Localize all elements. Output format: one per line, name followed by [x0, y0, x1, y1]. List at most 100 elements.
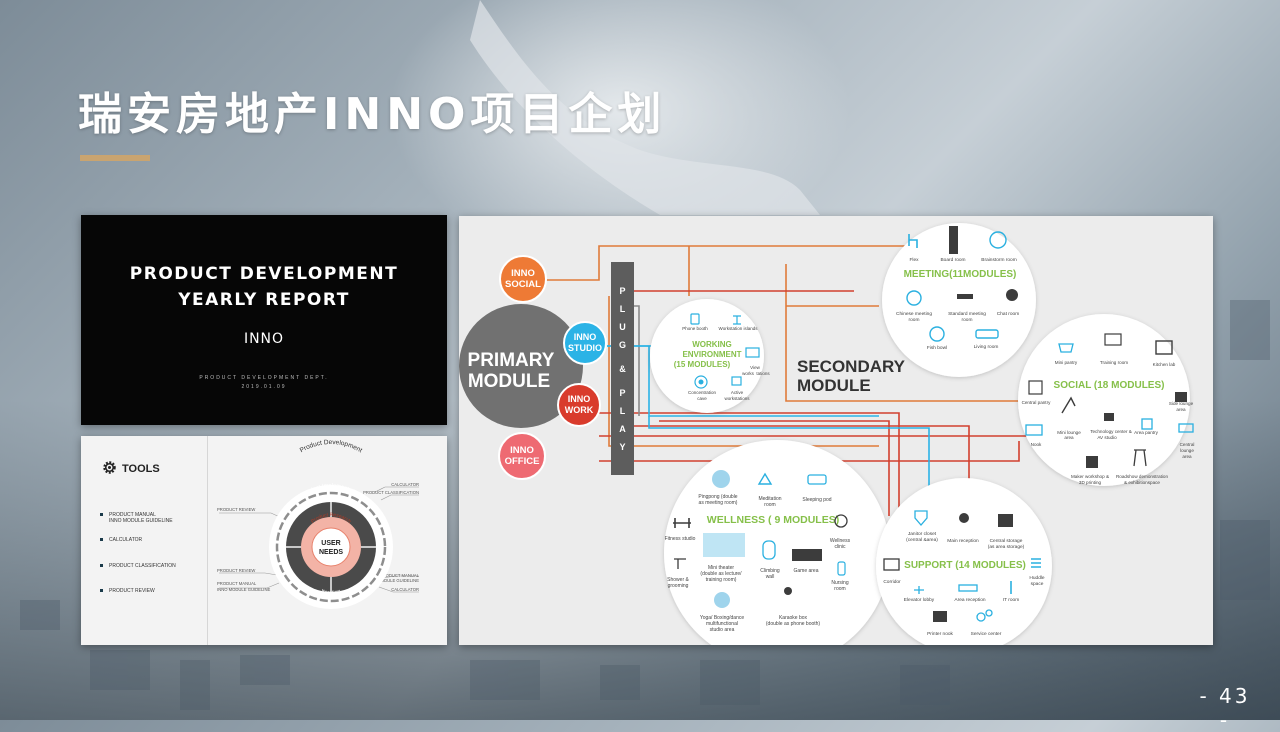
cup-icon — [1058, 343, 1074, 353]
wellness-item-label: Nursing — [831, 580, 848, 586]
support-item-label: Huddle — [1029, 575, 1045, 581]
climbing-icon — [762, 540, 776, 560]
meeting-item-label: Chat room — [997, 311, 1019, 317]
wheel-center-line2: NEEDS — [319, 549, 343, 556]
wheel-leader-lines — [219, 486, 419, 593]
chair-icon — [908, 234, 918, 248]
bullet-square — [100, 589, 103, 592]
tools-item-manual: PRODUCT MANUAL INNO MODULE GUIDELINE — [100, 512, 173, 524]
meeting-table-icon — [957, 294, 973, 299]
meeting-item-label: Fish bowl — [927, 345, 947, 351]
report-dept-name: PRODUCT DEVELOPMENT DEPT. — [199, 375, 329, 381]
phone-booth-icon — [690, 313, 700, 325]
meeting-item-label: room — [962, 317, 973, 323]
podium-icon — [949, 226, 958, 254]
wellness-item-label: Pingpong (double — [698, 494, 737, 500]
node-social-line1: INNO — [511, 268, 535, 279]
meeting-item-label: room — [909, 317, 920, 323]
nook-icon — [1025, 424, 1043, 436]
meeting-item-label: Flex — [909, 257, 919, 263]
support-item-label: Area reception — [954, 597, 986, 603]
yoga-icon — [714, 592, 730, 608]
social-title: SOCIAL (18 MODULES) — [1054, 380, 1165, 391]
social-item-label: Roadshow demonstration — [1116, 474, 1169, 479]
social-item-label: Training room — [1100, 360, 1128, 365]
social-item-label: Technology center & — [1090, 429, 1132, 434]
plug-play-letter: Y — [619, 442, 625, 452]
wellness-item-label: (double as lecture/ — [700, 571, 742, 577]
support-item-label: Janitor closet — [908, 531, 937, 537]
gears-icon-small — [985, 609, 993, 617]
meeting-item-label: Brainstorm room — [981, 257, 1016, 263]
node-work-line1: INNO — [568, 394, 591, 404]
meeting-item-label: Board room — [940, 257, 965, 263]
wellness-item-label: multifunctional — [706, 621, 738, 627]
report-cover-thumbnail: PRODUCT DEVELOPMENT YEARLY REPORT INNO P… — [81, 215, 447, 425]
fishbowl-icon — [929, 326, 945, 342]
target-icon-center — [698, 379, 704, 385]
support-item-label: Main reception — [947, 538, 979, 544]
node-office-line1: INNO — [510, 445, 534, 456]
primary-node-work: INNO WORK — [557, 383, 601, 427]
sofa-icon — [975, 329, 999, 339]
wellness-item-label: training room) — [706, 577, 737, 583]
support-item-label: IT room — [1003, 597, 1019, 603]
node-social-line2: SOCIAL — [505, 279, 541, 290]
social-item-label: Central pantry — [1022, 400, 1052, 405]
page-number: - 43 - — [1199, 684, 1251, 732]
tools-item-label: PRODUCT MANUAL — [109, 512, 156, 518]
wellness-item-label: clinic — [834, 544, 846, 550]
module-network-diagram: PRIMARY MODULE INNO SOCIAL INNO STUDIO I… — [459, 223, 1194, 666]
corridor-icon — [883, 558, 900, 571]
working-title-line2: ENVIRONMENT — [682, 350, 741, 359]
side-label-manual-left-2: INNO MODULE GUIDELINE — [217, 587, 270, 592]
easel-icon — [1133, 449, 1147, 467]
plug-and-play-bar: P L U G & P L A Y — [611, 262, 634, 475]
social-item-label: Nook — [1031, 442, 1042, 447]
node-studio-line1: INNO — [574, 332, 597, 342]
workstation-icon — [733, 315, 741, 325]
primary-module-line2: MODULE — [468, 371, 550, 392]
wellness-item-label: wall — [766, 574, 775, 580]
gears-icon — [976, 612, 986, 622]
node-studio-circle — [563, 321, 607, 365]
training-icon — [1104, 333, 1122, 346]
wellness-item-label: room — [834, 586, 845, 592]
node-office-circle — [498, 432, 546, 480]
working-item-label: Concentration — [688, 390, 717, 395]
lounge-icon — [1178, 423, 1194, 433]
inno-logo: INNO — [243, 331, 285, 347]
chat-icon — [1006, 289, 1018, 301]
meeting-module: MEETING(11MODULES) Flex Board room Brain… — [882, 223, 1036, 377]
secondary-module-line1: SECONDARY — [797, 357, 906, 376]
reception-icon — [959, 513, 969, 523]
plug-play-letter: & — [619, 364, 626, 374]
plug-play-letter: G — [619, 340, 626, 350]
wheel-center — [311, 527, 351, 567]
meditation-icon — [757, 472, 773, 485]
primary-node-studio: INNO STUDIO — [563, 321, 607, 365]
circle-icon — [906, 290, 922, 306]
working-item-label: Phone booth — [682, 326, 708, 331]
primary-module-line1: PRIMARY — [468, 350, 555, 371]
side-label-manual-right-2: INNO MODULE GUIDELINE — [366, 578, 419, 583]
wheel-center-line1: USER — [321, 540, 340, 547]
social-item-label: area — [1064, 435, 1074, 440]
meeting-item-label: Living room — [974, 344, 999, 350]
working-item-label: cave — [697, 396, 707, 401]
wellness-item-label: Mini theater — [708, 565, 734, 571]
node-social-circle — [499, 255, 547, 303]
tools-item-sublabel: INNO MODULE GUIDELINE — [109, 518, 173, 524]
tools-title: TOOLS — [122, 463, 160, 475]
wellness-item-label: Karaoke box — [779, 615, 808, 621]
tools-divider — [207, 436, 208, 645]
support-item-label: Service center — [971, 631, 1002, 637]
title-accent-bar — [80, 155, 150, 161]
bottle-icon — [837, 561, 846, 576]
coffee-icon — [1175, 392, 1187, 402]
tea-icon — [1141, 418, 1153, 430]
plug-play-bar-bg — [611, 262, 634, 475]
node-work-circle — [557, 383, 601, 427]
plug-play-letter: P — [619, 286, 625, 296]
theater-icon — [703, 533, 745, 557]
